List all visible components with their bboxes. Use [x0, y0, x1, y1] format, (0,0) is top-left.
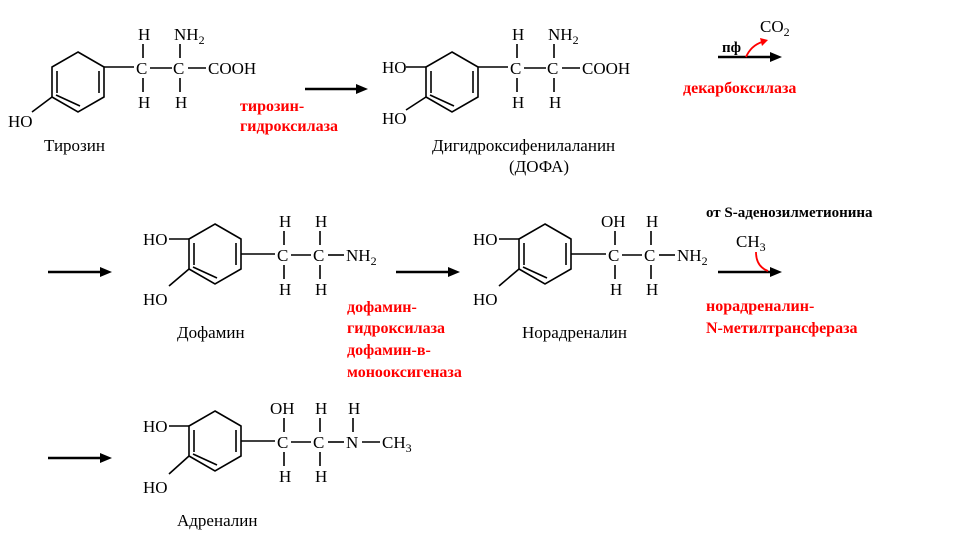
- adrenaline-ho-2: HO: [143, 478, 168, 497]
- noradrenaline-structure: HO HO C C NH2 OH H H H Норадреналин: [473, 212, 708, 342]
- dopa-cooh: COOH: [582, 59, 630, 78]
- dopamine-h-bottom-2: H: [315, 280, 327, 299]
- enzyme-dopamine-hydroxylase-line4: монооксигеназа: [347, 364, 462, 381]
- tyrosine-ring: [51, 51, 105, 113]
- dopa-c1: C: [510, 59, 521, 78]
- noradrenaline-ho-2: HO: [473, 290, 498, 309]
- adrenaline-ho-1: HO: [143, 417, 168, 436]
- dopamine-h-bottom-1: H: [279, 280, 291, 299]
- adrenaline-h-bottom-1: H: [279, 467, 291, 486]
- tyrosine-h-top: H: [138, 25, 150, 44]
- dopamine-h-top-2: H: [315, 212, 327, 231]
- dopamine-name: Дофамин: [177, 323, 245, 342]
- tyrosine-ho: HO: [8, 112, 33, 131]
- noradrenaline-c2: C: [644, 246, 655, 265]
- adrenaline-oh: OH: [270, 399, 295, 418]
- tyrosine-structure: HO C C COOH H H NH2 H Тирозин: [8, 25, 256, 155]
- dopamine-h-top-1: H: [279, 212, 291, 231]
- dopa-name: Дигидроксифенилаланин: [432, 136, 615, 155]
- dopa-c2: C: [547, 59, 558, 78]
- reaction-arrow-1: [305, 84, 368, 94]
- tyrosine-c2: C: [173, 59, 184, 78]
- adrenaline-h-top-2: H: [315, 399, 327, 418]
- cofactor-sam-note: от S-аденозилметионина: [706, 205, 873, 221]
- adrenaline-c2: C: [313, 433, 324, 452]
- enzyme-dopamine-hydroxylase-line2: гидроксилаза: [347, 320, 445, 337]
- dopa-nh2: NH2: [548, 25, 579, 47]
- enzyme-tyrosine-hydroxylase-line1: тирозин-: [240, 98, 304, 115]
- adrenaline-ch3: CH3: [382, 433, 412, 455]
- adrenaline-c1: C: [277, 433, 288, 452]
- adrenaline-ring: [188, 410, 242, 472]
- reaction-arrow-3: [48, 267, 112, 277]
- noradrenaline-name: Норадреналин: [522, 323, 627, 342]
- dopa-h-top: H: [512, 25, 524, 44]
- dopa-h-bottom-1: H: [512, 93, 524, 112]
- dopa-ho-2: HO: [382, 109, 407, 128]
- noradrenaline-h-top-2: H: [646, 212, 658, 231]
- tyrosine-h-bottom-1: H: [138, 93, 150, 112]
- reaction-arrow-4: [396, 267, 460, 277]
- enzyme-methyltransferase-line1: норадреналин-: [706, 298, 814, 315]
- noradrenaline-c1: C: [608, 246, 619, 265]
- dopa-h-bottom-2: H: [549, 93, 561, 112]
- cofactor-pf: пф: [722, 40, 741, 56]
- enzyme-methyltransferase-line2: N-метилтрансфераза: [706, 320, 858, 337]
- reaction-arrow-6: [48, 453, 112, 463]
- noradrenaline-ho-1: HO: [473, 230, 498, 249]
- dopamine-ho-2: HO: [143, 290, 168, 309]
- dopamine-nh2: NH2: [346, 246, 377, 268]
- dopamine-c2: C: [313, 246, 324, 265]
- dopamine-ho-1: HO: [143, 230, 168, 249]
- tyrosine-c1: C: [136, 59, 147, 78]
- tyrosine-name: Тирозин: [44, 136, 105, 155]
- noradrenaline-h-bottom-2: H: [646, 280, 658, 299]
- enzyme-dopamine-hydroxylase-line1: дофамин-: [347, 299, 417, 316]
- dopa-ring: [425, 51, 479, 113]
- adrenaline-structure: HO HO C C N CH3 OH H H H H Адреналин: [143, 399, 412, 530]
- adrenaline-h-top-3: H: [348, 399, 360, 418]
- noradrenaline-oh: OH: [601, 212, 626, 231]
- dopamine-ring: [188, 223, 242, 285]
- noradrenaline-ring: [518, 223, 572, 285]
- cofactor-ch3: CH3: [736, 232, 766, 254]
- cofactor-co2: CO2: [760, 17, 790, 39]
- noradrenaline-nh2: NH2: [677, 246, 708, 268]
- adrenaline-n: N: [346, 433, 358, 452]
- dopa-ho-1: HO: [382, 58, 407, 77]
- dopamine-structure: HO HO C C NH2 H H H H Дофамин: [143, 212, 377, 342]
- adrenaline-name: Адреналин: [177, 511, 257, 530]
- tyrosine-h-bottom-2: H: [175, 93, 187, 112]
- tyrosine-nh2: NH2: [174, 25, 205, 47]
- tyrosine-cooh: COOH: [208, 59, 256, 78]
- enzyme-tyrosine-hydroxylase-line2: гидроксилаза: [240, 118, 338, 135]
- dopamine-c1: C: [277, 246, 288, 265]
- dopa-structure: HO HO C C COOH H H NH2 H Дигидроксифенил…: [382, 25, 630, 176]
- enzyme-decarboxylase: декарбоксилаза: [683, 80, 796, 97]
- noradrenaline-h-bottom-1: H: [610, 280, 622, 299]
- adrenaline-h-bottom-2: H: [315, 467, 327, 486]
- reaction-arrow-2: [718, 38, 782, 62]
- reaction-arrow-5: [718, 251, 782, 277]
- enzyme-dopamine-hydroxylase-line3: дофамин-в-: [347, 342, 431, 359]
- dopa-abbrev: (ДОФА): [509, 157, 569, 176]
